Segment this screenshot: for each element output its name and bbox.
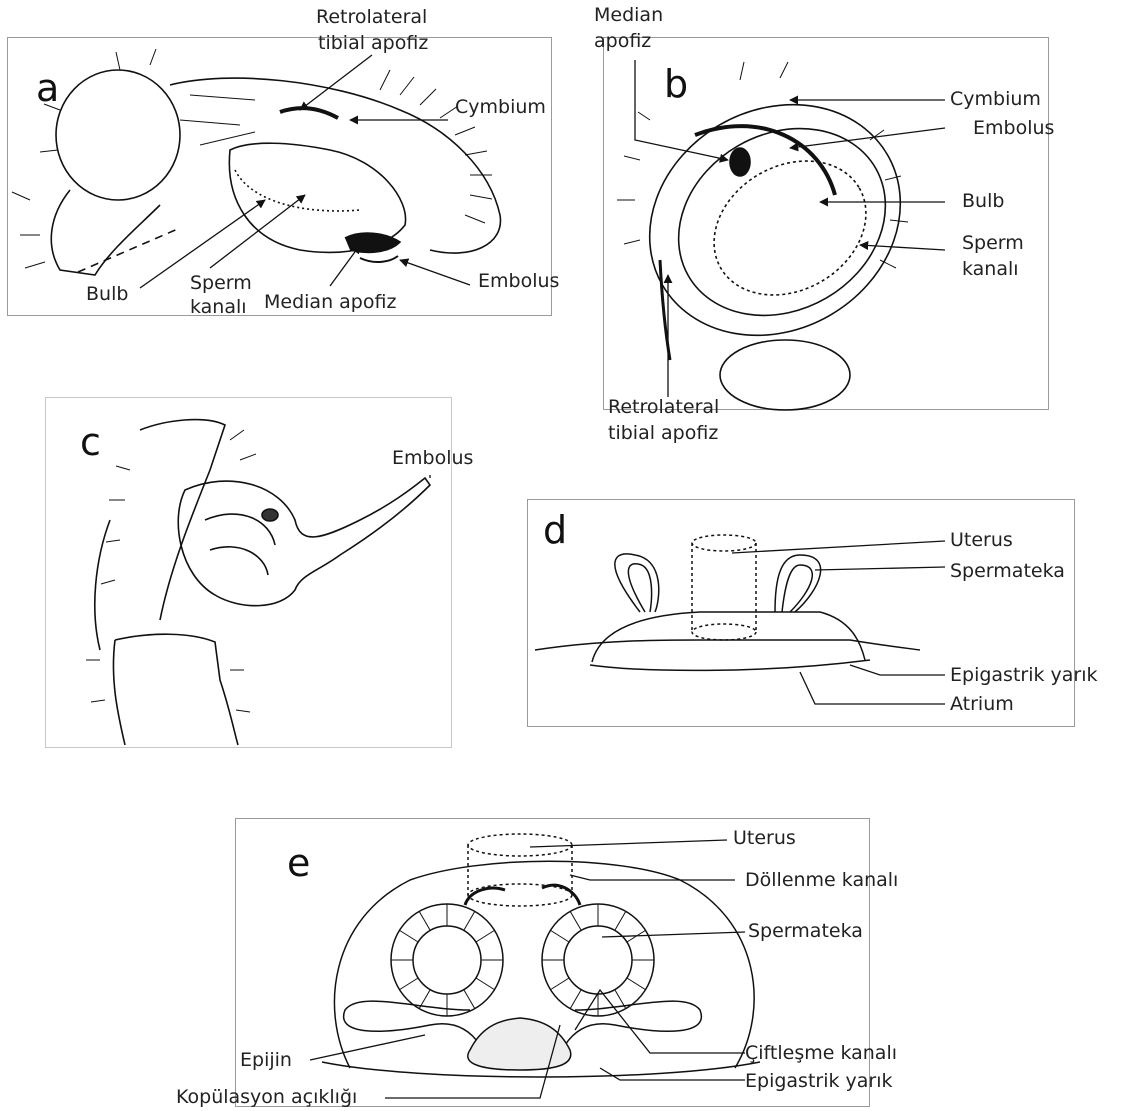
a-retrolateral-label-1: Retrolateral xyxy=(316,6,427,28)
atrium-d xyxy=(592,612,865,662)
a-embolus-label: Embolus xyxy=(478,270,559,292)
e-ciftlesme-label: Çiftleşme kanalı xyxy=(745,1042,897,1064)
epigastric-line-d xyxy=(535,640,920,650)
a-retrolateral-label-2: tibial apofiz xyxy=(318,32,428,54)
tibia-b xyxy=(720,340,850,410)
b-embolus-label: Embolus xyxy=(973,117,1054,139)
panel-e-drawing xyxy=(322,834,760,1077)
panel-e-letter: e xyxy=(287,843,310,883)
b-sperm-label-2: kanalı xyxy=(962,258,1019,280)
embolus-tip xyxy=(345,233,400,252)
tibia-segment xyxy=(56,70,180,200)
leg-segment xyxy=(51,190,160,275)
d-uterus-label: Uterus xyxy=(950,529,1013,551)
uterus-top-d xyxy=(692,535,756,551)
e-dollenme-label: Döllenme kanalı xyxy=(745,869,898,891)
panel-a-letter: a xyxy=(36,68,59,108)
b-retrolateral-label-2: tibial apofiz xyxy=(608,422,718,444)
panel-d-letter: d xyxy=(543,510,567,550)
b-cymbium-label: Cymbium xyxy=(950,88,1041,110)
d-atrium-label: Atrium xyxy=(950,693,1014,715)
bulb-outline-b xyxy=(644,92,919,352)
b-sperm-label-1: Sperm xyxy=(962,232,1024,254)
copulatory-duct-right xyxy=(565,1001,701,1045)
spermatheca-right-d xyxy=(775,555,821,612)
tibia-c xyxy=(115,634,238,745)
embolus-b xyxy=(695,126,835,195)
tibial-apophysis xyxy=(280,108,338,118)
a-median-label: Median apofiz xyxy=(264,291,396,313)
cymbium-outline xyxy=(170,78,500,253)
b-bulb-label: Bulb xyxy=(962,190,1004,212)
panel-c-letter: c xyxy=(80,422,101,462)
e-kopulasyon-label: Kopülasyon açıklığı xyxy=(176,1086,357,1108)
e-spermateka-label: Spermateka xyxy=(748,920,863,942)
b-retrolateral-label-1: Retrolateral xyxy=(608,396,719,418)
a-sperm-label-2: kanalı xyxy=(190,296,247,318)
e-uterus-label: Uterus xyxy=(733,827,796,849)
panel-d-drawing xyxy=(535,535,920,670)
d-spermateka-label: Spermateka xyxy=(950,560,1065,582)
e-epijin-label: Epijin xyxy=(240,1049,292,1071)
cymbium-c xyxy=(140,420,225,620)
a-cymbium-label: Cymbium xyxy=(455,96,546,118)
d-epigastrik-label: Epigastrik yarık xyxy=(950,664,1098,686)
a-bulb-label: Bulb xyxy=(86,283,128,305)
uterus-top-e xyxy=(468,834,572,856)
e-epigastrik-label: Epigastrik yarık xyxy=(745,1070,893,1092)
panel-b-drawing xyxy=(607,60,942,410)
c-embolus-label: Embolus xyxy=(392,447,473,469)
panel-b-letter: b xyxy=(664,64,688,104)
b-median-label-2: apofiz xyxy=(594,30,651,52)
a-sperm-label-1: Sperm xyxy=(190,272,252,294)
bulb-c xyxy=(178,478,430,606)
spermatheca-left-d xyxy=(615,554,659,612)
median-apophysis-b xyxy=(730,148,750,176)
panel-a-drawing xyxy=(12,49,500,275)
panel-c-drawing xyxy=(86,420,430,745)
b-median-label-1: Median xyxy=(594,4,663,26)
